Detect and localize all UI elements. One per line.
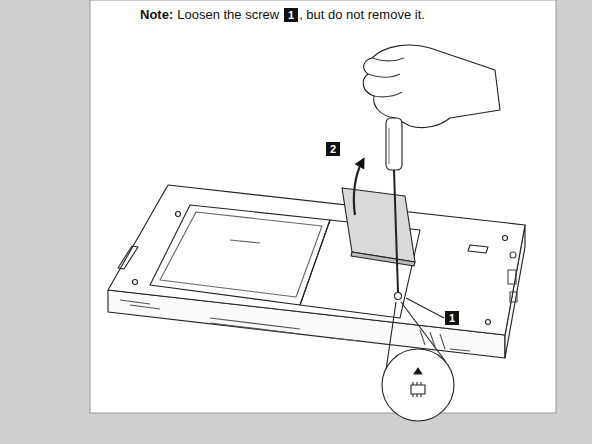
note-text: Loosen the screw	[177, 7, 279, 23]
callout-number: 1	[445, 311, 459, 325]
note-text: , but do not remove it.	[299, 7, 425, 23]
callout-number: 2	[326, 142, 340, 156]
callout-number: 1	[284, 8, 298, 22]
note-label: Note:	[140, 7, 173, 23]
note-line: Note:Loosen the screw 1, but do not remov…	[140, 7, 425, 23]
